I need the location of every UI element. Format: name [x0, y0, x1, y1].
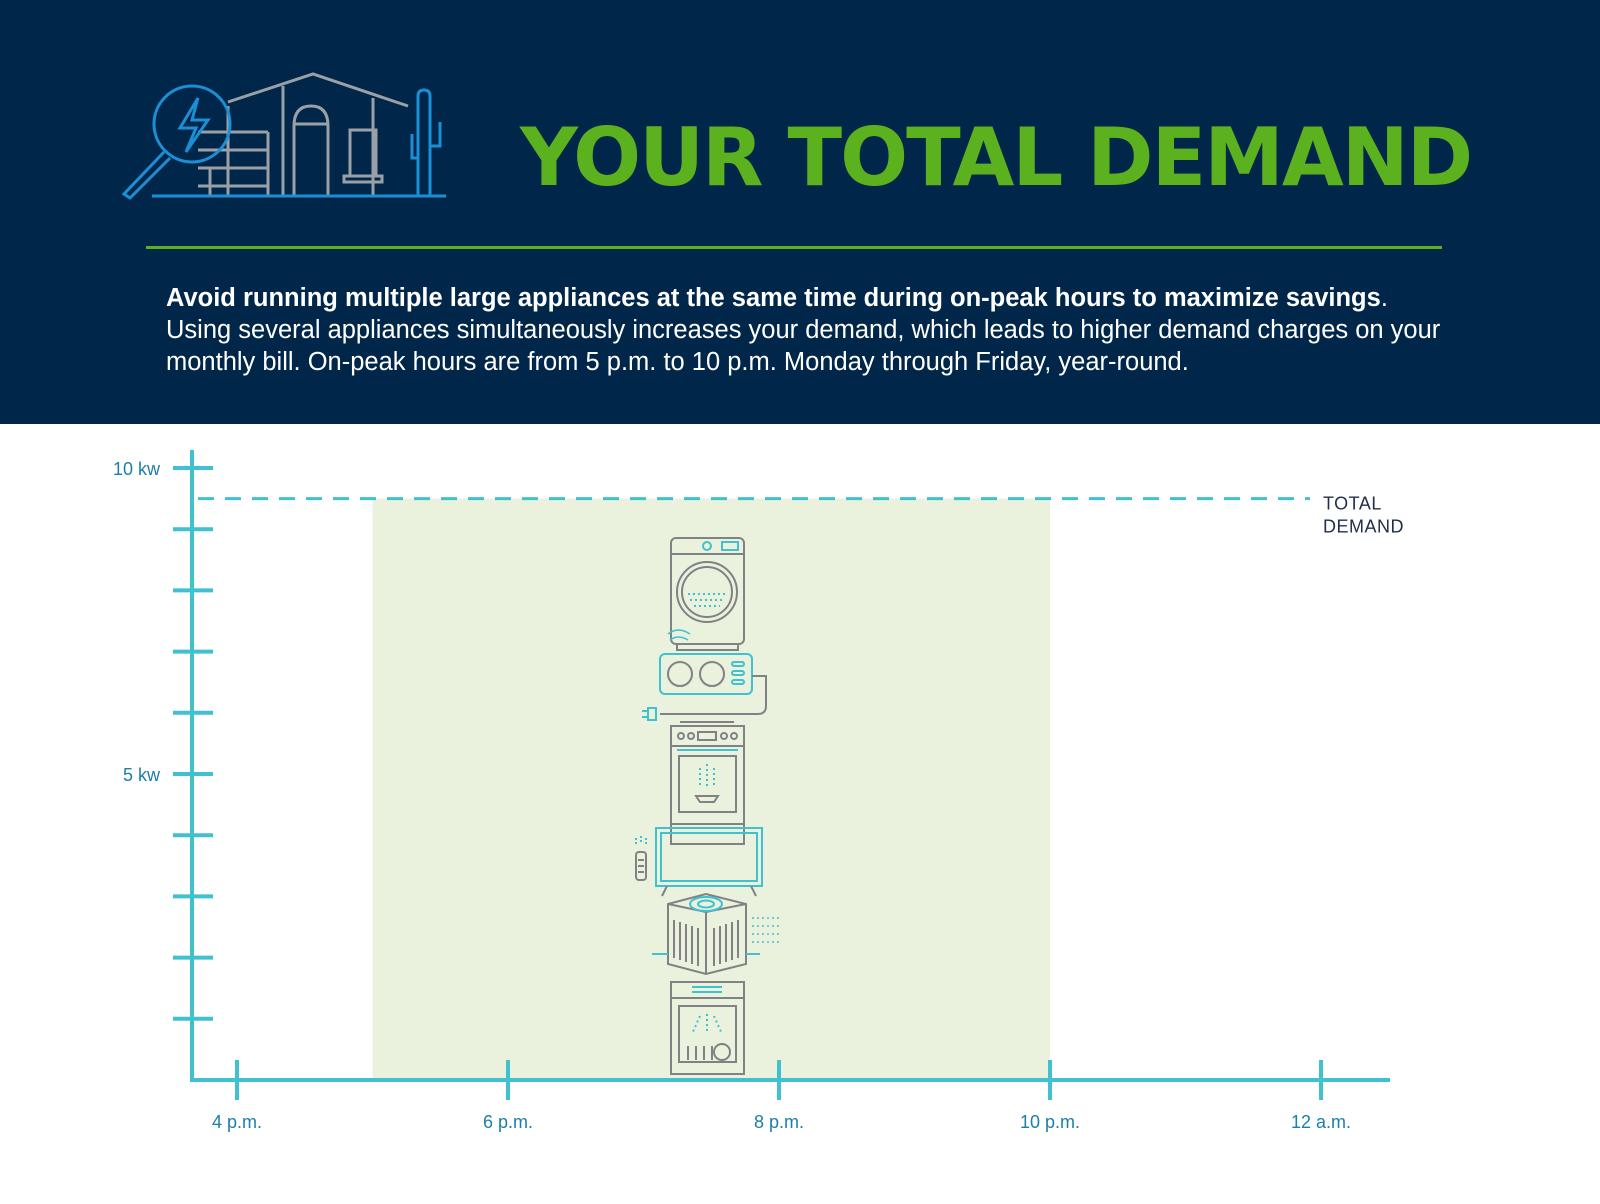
x-tick-label: 6 p.m.	[483, 1112, 533, 1132]
title-divider	[146, 246, 1442, 249]
intro-bold-text: Avoid running multiple large appliances …	[166, 284, 1381, 312]
x-tick-label: 12 a.m.	[1291, 1112, 1351, 1132]
intro-paragraph: Avoid running multiple large appliances …	[166, 282, 1456, 378]
oven-range-icon	[670, 721, 745, 845]
on-peak-area	[372, 498, 1050, 1081]
demand-chart: TOTAL DEMAND	[0, 424, 1600, 1200]
total-demand-label: DEMAND	[1323, 517, 1404, 537]
y-tick-label: 5 kw	[123, 765, 161, 785]
television-icon	[635, 827, 763, 897]
demand-chart-svg: TOTAL DEMAND	[113, 450, 1404, 1132]
power-strip-icon	[642, 653, 767, 721]
intro-body-text: . Using several appliances simultaneousl…	[166, 284, 1441, 376]
clothes-dryer-icon	[667, 537, 745, 651]
dishwasher-icon	[670, 981, 745, 1081]
page-title: YOUR TOTAL DEMAND	[520, 111, 1473, 204]
x-tick-label: 10 p.m.	[1020, 1112, 1080, 1132]
air-conditioner-icon	[652, 892, 782, 976]
house-with-magnifier-bolt-icon	[121, 72, 446, 200]
x-tick-label: 4 p.m.	[212, 1112, 262, 1132]
total-demand-label: TOTAL	[1323, 494, 1382, 514]
x-tick-label: 8 p.m.	[754, 1112, 804, 1132]
header-banner: YOUR TOTAL DEMAND Avoid running multiple…	[0, 0, 1600, 424]
y-tick-label: 10 kw	[113, 459, 161, 479]
